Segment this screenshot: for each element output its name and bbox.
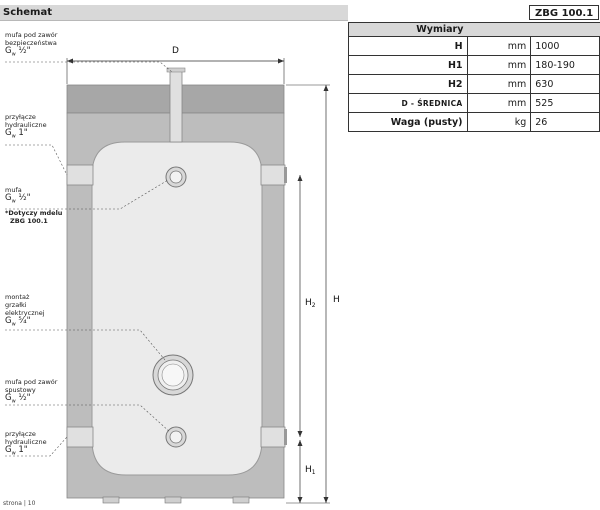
note-line: przyłącze xyxy=(5,430,36,438)
note-line: hydrauliczne xyxy=(5,121,47,129)
note-line: spustowy xyxy=(5,386,36,394)
foot-center xyxy=(164,496,182,504)
table-row: H2 mm 630 xyxy=(348,74,600,94)
note-size: Gw 1" xyxy=(5,128,28,140)
leader-przylacze-top xyxy=(5,144,68,176)
note-size: Gw ½" xyxy=(5,46,31,58)
model-label: ZBG 100.1 xyxy=(529,5,599,20)
note-size: Gw ½" xyxy=(5,393,31,405)
dimensions-table: Wymiary H mm 1000 H1 mm 180-190 H2 mm 63… xyxy=(347,22,600,132)
table-header-row: Wymiary xyxy=(347,22,600,37)
connection-left-top xyxy=(66,164,94,186)
note-spust: mufa pod zawór spustowy Gw ½" xyxy=(5,378,57,406)
row-label: Waga (pusty) xyxy=(348,112,468,132)
page-number: strona | 10 xyxy=(3,500,36,507)
mufa-upper-inner xyxy=(169,170,183,184)
footnote-line: *Dotyczy mdelu xyxy=(5,208,63,217)
mufa-drain-inner xyxy=(169,430,183,444)
row-label: D - ŚREDNICA xyxy=(348,93,468,113)
leader-przylacze-bot xyxy=(5,436,68,457)
note-line: montaż xyxy=(5,293,30,301)
note-line: grzałki xyxy=(5,301,27,309)
note-size: Gw ½" xyxy=(5,193,31,205)
note-size: Gw 1" xyxy=(5,445,28,457)
section-title: Schemat xyxy=(3,7,52,18)
table-row: D - ŚREDNICA mm 525 xyxy=(348,93,600,113)
note-line: hydrauliczne xyxy=(5,438,47,446)
leader-spust xyxy=(5,404,171,433)
footnote-line: ZBG 100.1 xyxy=(10,216,48,225)
leader-mufa-mid xyxy=(5,179,169,210)
top-pipe xyxy=(169,69,183,143)
header-bar: Schemat xyxy=(0,5,348,21)
heater-flange-inner xyxy=(161,363,185,387)
note-przylacze-bot: przyłącze hydrauliczne Gw 1" xyxy=(5,430,47,458)
note-line: bezpieczeństwa xyxy=(5,39,57,47)
note-line: mufa xyxy=(5,186,22,194)
note-size: Gw ⁵⁄₄" xyxy=(5,316,31,328)
connection-right-bottom-end xyxy=(284,429,287,445)
note-montaz: montaż grzałki elektrycznej Gw ⁵⁄₄" xyxy=(5,293,45,329)
foot-right xyxy=(232,496,250,504)
leader-lines xyxy=(5,61,173,457)
dim-d-label: D xyxy=(172,46,179,56)
note-line: mufa pod zawór xyxy=(5,378,58,386)
note-line: przyłącze xyxy=(5,113,36,121)
dim-h2-label: H2 xyxy=(305,298,316,309)
row-value: 26 xyxy=(530,112,600,132)
connection-right-top-end xyxy=(284,167,287,183)
foot-left xyxy=(102,496,120,504)
row-unit: kg xyxy=(466,112,531,132)
connection-right-bottom xyxy=(260,426,286,448)
note-line: elektrycznej xyxy=(5,309,45,317)
dim-h1-label: H1 xyxy=(305,465,316,476)
leader-mufa-top xyxy=(5,61,173,73)
dim-h-label: H xyxy=(333,295,340,305)
table-heading-blank xyxy=(530,22,600,37)
inner-vessel xyxy=(91,141,263,476)
leader-montaz xyxy=(5,329,166,361)
top-pipe-cap xyxy=(166,67,186,73)
note-line: mufa pod zawór xyxy=(5,31,58,39)
table-row: Waga (pusty) kg 26 xyxy=(348,112,600,132)
connection-right-top xyxy=(260,164,286,186)
note-przylacze-top: przyłącze hydrauliczne Gw 1" xyxy=(5,113,47,141)
connection-left-bottom xyxy=(66,426,94,448)
note-mufa-mid: mufa Gw ½" *Dotyczy mdelu ZBG 100.1 xyxy=(5,186,62,225)
note-mufa-top: mufa pod zawór bezpieczeństwa Gw ½" xyxy=(5,31,57,59)
